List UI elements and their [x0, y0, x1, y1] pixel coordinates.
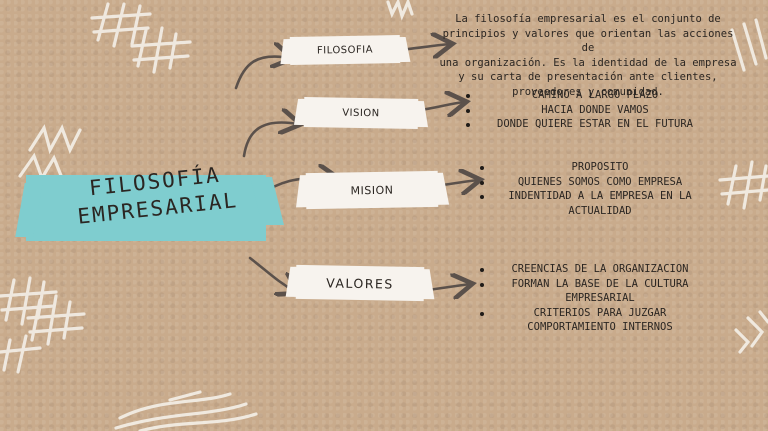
- bullet-icon: [466, 108, 470, 113]
- list-item-text: PROPOSITO: [571, 161, 629, 173]
- list-item-text: HACIA DONDE VAMOS: [541, 103, 649, 116]
- list-item: CRITERIOS PARA JUZGAR COMPORTAMIENTO INT…: [480, 306, 720, 335]
- filosofia-description: La filosofía empresarial es el conjunto …: [438, 12, 738, 99]
- list-item-text: INDENTIDAD A LA EMPRESA EN LA ACTUALIDAD: [508, 190, 692, 217]
- vision-label-text: VISION: [342, 107, 380, 119]
- list-item: INDENTIDAD A LA EMPRESA EN LA ACTUALIDAD: [480, 189, 720, 218]
- arrow-to-vision: [242, 122, 298, 158]
- list-item-text: CAMINO A LARGO PLAZO: [531, 89, 659, 101]
- list-item-text: DONDE QUIERE ESTAR EN EL FUTURA: [497, 118, 693, 130]
- description-line: proveedores y comunidad.: [512, 85, 664, 98]
- description-line: y su carta de presentación ante clientes…: [458, 71, 718, 83]
- main-title-highlight: [26, 175, 266, 241]
- description-line: principios y valores que orientan las ac…: [442, 27, 734, 55]
- valores-list: CREENCIAS DE LA ORGANIZACION FORMAN LA B…: [480, 262, 720, 335]
- filosofia-label: FILOSOFIA: [289, 35, 401, 65]
- list-item: QUIENES SOMOS COMO EMPRESA: [480, 175, 720, 190]
- list-item: DONDE QUIERE ESTAR EN EL FUTURA: [466, 117, 724, 132]
- arrow-valores-to-list: [426, 284, 470, 290]
- bullet-icon: [480, 268, 484, 272]
- description-line: La filosofía empresarial es el conjunto …: [455, 13, 721, 25]
- bullet-icon: [480, 311, 484, 316]
- valores-label-text: VALORES: [326, 274, 394, 292]
- list-item: PROPOSITO: [480, 160, 720, 175]
- mision-label: MISION: [305, 170, 439, 210]
- vision-label: VISION: [303, 97, 419, 129]
- bullet-icon: [466, 94, 470, 98]
- description-line: una organización. Es la identidad de la …: [439, 56, 737, 69]
- mision-list: PROPOSITO QUIENES SOMOS COMO EMPRESA IND…: [480, 160, 720, 218]
- list-item: HACIA DONDE VAMOS: [466, 103, 724, 118]
- bullet-icon: [480, 166, 484, 170]
- bullet-icon: [480, 180, 484, 185]
- valores-label: VALORES: [295, 264, 425, 302]
- list-item-text: CREENCIAS DE LA ORGANIZACION: [511, 263, 689, 275]
- list-item: CAMINO A LARGO PLAZO: [466, 88, 724, 103]
- arrow-vision-to-list: [418, 102, 464, 110]
- list-item: CREENCIAS DE LA ORGANIZACION: [480, 262, 720, 277]
- bullet-icon: [480, 195, 484, 199]
- vision-list: CAMINO A LARGO PLAZO HACIA DONDE VAMOS D…: [466, 88, 724, 132]
- list-item: FORMAN LA BASE DE LA CULTURA EMPRESARIAL: [480, 277, 720, 306]
- list-item-text: FORMAN LA BASE DE LA CULTURA EMPRESARIAL: [511, 277, 689, 305]
- list-item-text: CRITERIOS PARA JUZGAR COMPORTAMIENTO INT…: [527, 306, 673, 334]
- bullet-icon: [466, 123, 470, 127]
- mision-label-text: MISION: [350, 183, 394, 197]
- filosofia-label-text: FILOSOFIA: [316, 44, 374, 56]
- bullet-icon: [480, 282, 484, 287]
- list-item-text: QUIENES SOMOS COMO EMPRESA: [517, 175, 683, 188]
